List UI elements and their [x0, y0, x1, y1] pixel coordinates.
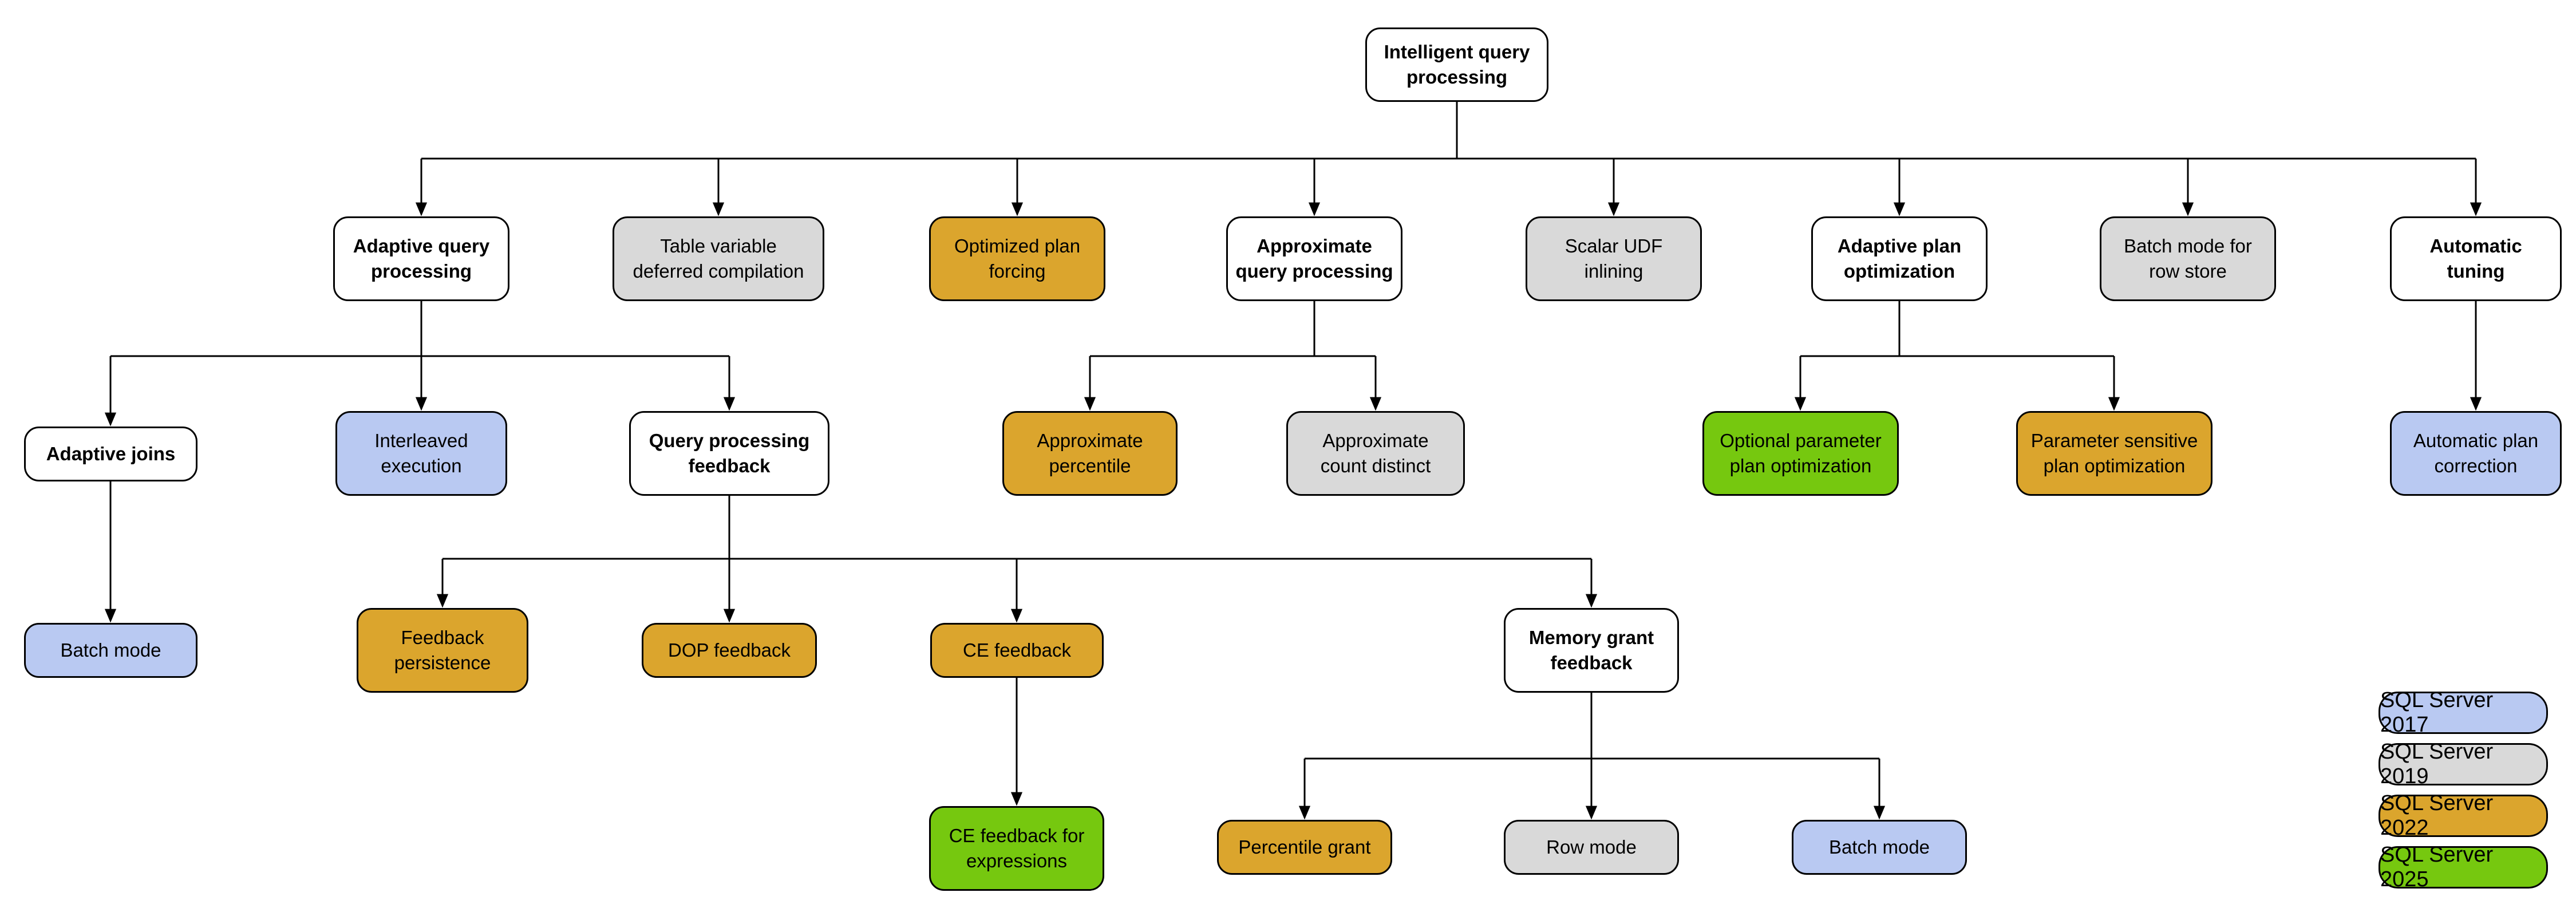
- node-row-mode: Row mode: [1504, 820, 1679, 875]
- node-ce-feedback-for-expressions: CE feedback for expressions: [929, 806, 1104, 891]
- node-adaptive-query-processing: Adaptive query processing: [333, 216, 509, 301]
- node-approximate-percentile: Approximate percentile: [1002, 411, 1178, 496]
- legend-item-sql-server-2019: SQL Server 2019: [2379, 740, 2548, 788]
- node-table-variable-deferred-compilation: Table variable deferred compilation: [613, 216, 824, 301]
- node-dop-feedback: DOP feedback: [642, 623, 817, 678]
- node-optimized-plan-forcing: Optimized plan forcing: [929, 216, 1105, 301]
- node-percentile-grant: Percentile grant: [1217, 820, 1392, 875]
- node-parameter-sensitive-plan-optimization: Parameter sensitive plan optimization: [2016, 411, 2212, 496]
- legend-item-sql-server-2022: SQL Server 2022: [2379, 791, 2548, 840]
- node-memory-grant-feedback: Memory grant feedback: [1504, 608, 1679, 693]
- legend-item-sql-server-2025: SQL Server 2025: [2379, 843, 2548, 891]
- node-optional-parameter-plan-optimization: Optional parameter plan optimization: [1702, 411, 1899, 496]
- node-batch-mode-adaptive-joins: Batch mode: [24, 623, 197, 678]
- node-feedback-persistence: Feedback persistence: [357, 608, 528, 693]
- node-batch-mode-memory-grant: Batch mode: [1792, 820, 1967, 875]
- legend-item-sql-server-2017: SQL Server 2017: [2379, 688, 2548, 737]
- node-interleaved-execution: Interleaved execution: [335, 411, 507, 496]
- node-automatic-tuning: Automatic tuning: [2390, 216, 2562, 301]
- node-batch-mode-for-row-store: Batch mode for row store: [2100, 216, 2276, 301]
- node-adaptive-plan-optimization: Adaptive plan optimization: [1811, 216, 1988, 301]
- node-approximate-count-distinct: Approximate count distinct: [1286, 411, 1465, 496]
- node-automatic-plan-correction: Automatic plan correction: [2390, 411, 2562, 496]
- node-query-processing-feedback: Query processing feedback: [629, 411, 829, 496]
- node-intelligent-query-processing: Intelligent query processing: [1365, 27, 1548, 102]
- node-scalar-udf-inlining: Scalar UDF inlining: [1526, 216, 1702, 301]
- node-adaptive-joins: Adaptive joins: [24, 427, 197, 481]
- node-ce-feedback: CE feedback: [930, 623, 1104, 678]
- node-approximate-query-processing: Approximate query processing: [1226, 216, 1402, 301]
